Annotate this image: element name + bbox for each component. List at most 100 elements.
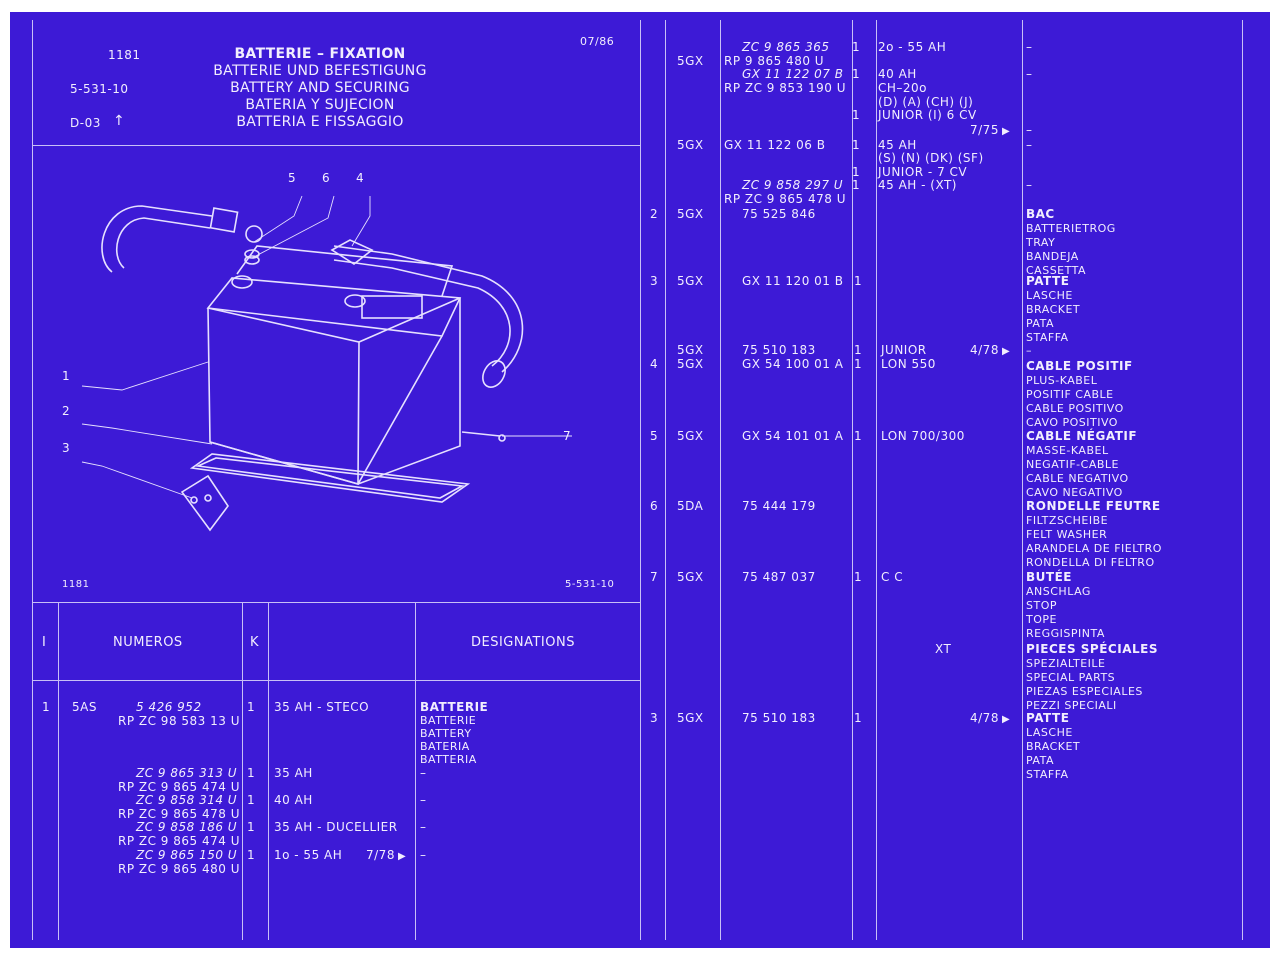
right-block-designation-line: CABLE POSITIF [1026, 359, 1133, 373]
right-row-description: 2o - 55 AH [878, 40, 947, 54]
right-block-designation-line: PLUS-KABEL [1026, 374, 1098, 387]
callout-lines [81, 195, 572, 499]
right-block-designation-line: BUTÉE [1026, 570, 1072, 584]
right-block-qty: 1 [854, 570, 863, 584]
right-block-designation-line: BAC [1026, 207, 1055, 221]
right-block-designation-line: BANDEJA [1026, 250, 1079, 263]
right-block-designation-line: LASCHE [1026, 726, 1073, 739]
right-row-description: (D) (A) (CH) (J) [878, 95, 974, 109]
right-block-designation-line: CABLE POSITIVO [1026, 402, 1124, 415]
left-row-part-number: ZC 9 858 186 U [136, 820, 238, 834]
right-block-item: 3 [650, 274, 659, 288]
left-designation-line: BATTERIE [420, 714, 477, 727]
right-block-designation-line: TOPE [1026, 613, 1057, 626]
right-block-part-number: 75 510 183 [742, 711, 816, 725]
callout-3: 3 [62, 441, 71, 455]
right-block-designation-line: FILTZSCHEIBE [1026, 514, 1109, 527]
left-row-qty: 1 [247, 700, 256, 714]
right-block-designation-line: FELT WASHER [1026, 528, 1108, 541]
left-row-part-number: RP ZC 9 865 474 U [118, 834, 240, 848]
left-row-description: 35 AH [274, 766, 313, 780]
right-block-item: 7 [650, 570, 659, 584]
play-arrow-icon: ▶ [398, 851, 407, 862]
right-row-designation: – [1026, 40, 1033, 54]
right-row-designation: – [1026, 138, 1033, 152]
right-row-part-number: GX 11 122 07 B [742, 67, 844, 81]
right-block-designation-line: REGGISPINTA [1026, 627, 1105, 640]
right-row-qty: 1 [852, 178, 861, 192]
right-block-qty: 1 [854, 343, 863, 357]
right-block-designation-line: PIEZAS ESPECIALES [1026, 685, 1143, 698]
right-block-part-number: GX 11 120 01 B [742, 274, 844, 288]
callout-6: 6 [322, 171, 331, 185]
right-block-designation-line: BATTERIETROG [1026, 222, 1116, 235]
left-row-designation: – [420, 793, 427, 807]
right-block-designation-line: ANSCHLAG [1026, 585, 1091, 598]
callout-1: 1 [62, 369, 71, 383]
right-block-code: 5DA [677, 499, 704, 513]
right-block-designation-line: RONDELLA DI FELTRO [1026, 556, 1155, 569]
right-block-description: C C [881, 570, 904, 584]
right-row-code: 5GX [677, 54, 704, 68]
right-block-code: 5GX [677, 429, 704, 443]
left-row-qty: 1 [247, 793, 256, 807]
right-block-item: 6 [650, 499, 659, 513]
right-block-item: 3 [650, 711, 659, 725]
left-row-description: 40 AH [274, 793, 313, 807]
play-arrow-icon: ▶ [1002, 714, 1011, 725]
right-block-designation-line: MASSE-KABEL [1026, 444, 1109, 457]
right-block-designation-line: PEZZI SPECIALI [1026, 699, 1117, 712]
right-row-part-number: RP 9 865 480 U [724, 54, 825, 68]
callout-7: 7 [563, 429, 572, 443]
right-block-designation-line: LASCHE [1026, 289, 1073, 302]
right-row-description: 40 AH [878, 67, 917, 81]
right-block-designation-line: BRACKET [1026, 303, 1081, 316]
retaining-bracket [180, 474, 229, 532]
right-block-designation-line: CAVO POSITIVO [1026, 416, 1118, 429]
negative-cable [330, 239, 524, 388]
right-block-designation-line: PATTE [1026, 711, 1070, 725]
right-block-designation-line: ARANDELA DE FIELTRO [1026, 542, 1162, 555]
left-row-part-number: RP ZC 9 865 480 U [118, 862, 240, 876]
left-row-part-number: ZC 9 858 314 U [136, 793, 238, 807]
left-row-part-number: RP ZC 9 865 478 U [118, 807, 240, 821]
right-row-description: JUNIOR (I) 6 CV [878, 108, 977, 122]
right-block-designation-line: STAFFA [1026, 768, 1069, 781]
catalog-page-number: 1181 [108, 48, 141, 62]
left-row-description: 35 AH - STECO [274, 700, 370, 714]
left-row-description: 1o - 55 AH [274, 848, 343, 862]
right-block-code: 5GX [677, 357, 704, 371]
battery-body [206, 245, 462, 486]
left-row-date: 7/78 [366, 848, 395, 862]
right-block-designation-line: CABLE NEGATIVO [1026, 472, 1129, 485]
right-block-qty: 1 [854, 711, 863, 725]
column-header-k: K [250, 635, 260, 650]
right-row-designation: – [1026, 67, 1033, 81]
right-row-qty: 1 [852, 67, 861, 81]
left-designation-line: BATERIA [420, 740, 470, 753]
left-row-designation: – [420, 848, 427, 862]
left-row-designation: – [420, 766, 427, 780]
right-block-code: 5GX [677, 274, 704, 288]
right-block-code: 5GX [677, 343, 704, 357]
right-row-description: 45 AH [878, 138, 917, 152]
right-row-description: (S) (N) (DK) (SF) [878, 151, 984, 165]
right-row-code: 5GX [677, 138, 704, 152]
battery-exploded-diagram [81, 195, 572, 532]
right-block-description: JUNIOR [881, 343, 927, 357]
right-block-designation-line: CASSETTA [1026, 264, 1087, 277]
right-block-designation-line: TRAY [1026, 236, 1056, 249]
column-header-numeros: NUMEROS [113, 635, 183, 650]
right-block-part-number: 75 444 179 [742, 499, 816, 513]
right-row-part-number: ZC 9 865 365 [742, 40, 830, 54]
right-block-qty: 1 [854, 357, 863, 371]
right-block-description: LON 550 [881, 357, 936, 371]
left-row-code: 5AS [72, 700, 97, 714]
catalog-section-code: 5-531-10 [70, 82, 129, 96]
right-block-description: LON 700/300 [881, 429, 965, 443]
left-row-description: 35 AH - DUCELLIER [274, 820, 398, 834]
left-row-qty: 1 [247, 848, 256, 862]
right-block-description: XT [935, 642, 952, 656]
right-block-designation-line: RONDELLE FEUTRE [1026, 499, 1161, 513]
right-row-description: 45 AH - (XT) [878, 178, 957, 192]
